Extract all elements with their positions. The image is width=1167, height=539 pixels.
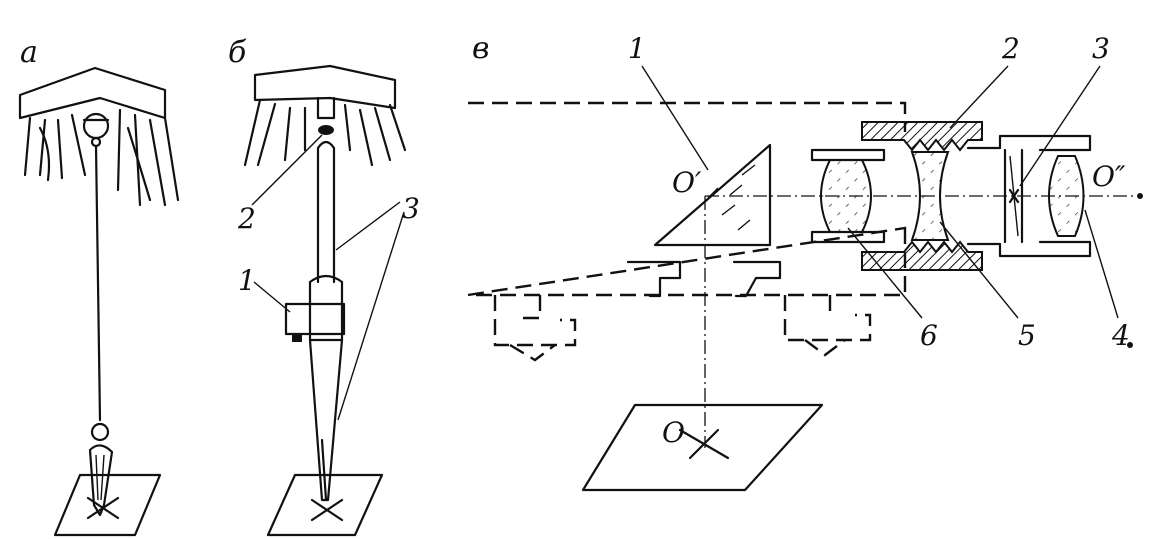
plumb-string	[94, 144, 102, 422]
callout-b-2: 2	[237, 134, 323, 235]
callout-v-6: 6	[847, 227, 938, 352]
tripod-head-b	[243, 64, 407, 167]
panel-b: б 1 2 3	[228, 35, 420, 537]
point-label-o-prime: O′	[672, 166, 702, 199]
prism-mounts	[626, 260, 782, 298]
panel-a: а	[18, 35, 180, 537]
ground-target	[581, 403, 824, 492]
callout-b-1-number: 1	[238, 264, 256, 297]
eyepiece	[966, 134, 1092, 258]
focusing-sleeve	[861, 121, 983, 271]
housing-feet	[493, 295, 872, 362]
callout-v-5: 5	[939, 221, 1036, 352]
point-label-o-double-prime: O″	[1092, 160, 1126, 193]
rod-clamp	[284, 302, 346, 336]
panel-b-label: б	[228, 35, 247, 70]
panel-v: в	[467, 31, 1143, 492]
ground-plate-b	[266, 473, 384, 537]
callout-v-1: 1	[628, 32, 709, 171]
callout-b-2-number: 2	[237, 202, 256, 235]
reflecting-prism	[653, 143, 772, 247]
plumb-bob	[88, 422, 114, 517]
tripod-head-a	[18, 66, 180, 207]
callout-v-4-number: 4	[1111, 319, 1130, 352]
callout-v-2-number: 2	[1001, 32, 1020, 65]
callout-v-5-number: 5	[1018, 319, 1036, 352]
callout-v-2: 2	[949, 32, 1020, 129]
callout-v-6-number: 6	[920, 319, 938, 352]
panel-a-label: а	[20, 35, 38, 70]
callout-v-3-number: 3	[1092, 32, 1110, 65]
centering-rod	[284, 140, 346, 502]
callout-v-3: 3	[1019, 32, 1110, 187]
callout-b-3-number: 3	[402, 192, 420, 225]
callout-b-1: 1	[238, 264, 291, 313]
point-label-o: O	[662, 416, 685, 449]
panel-v-label: в	[472, 31, 489, 66]
ground-plate-a	[53, 473, 162, 537]
callout-v-1-number: 1	[628, 32, 646, 65]
callout-v-4: 4	[1084, 209, 1133, 352]
objective-lens	[810, 148, 886, 244]
callout-b-3: 3	[335, 192, 420, 421]
